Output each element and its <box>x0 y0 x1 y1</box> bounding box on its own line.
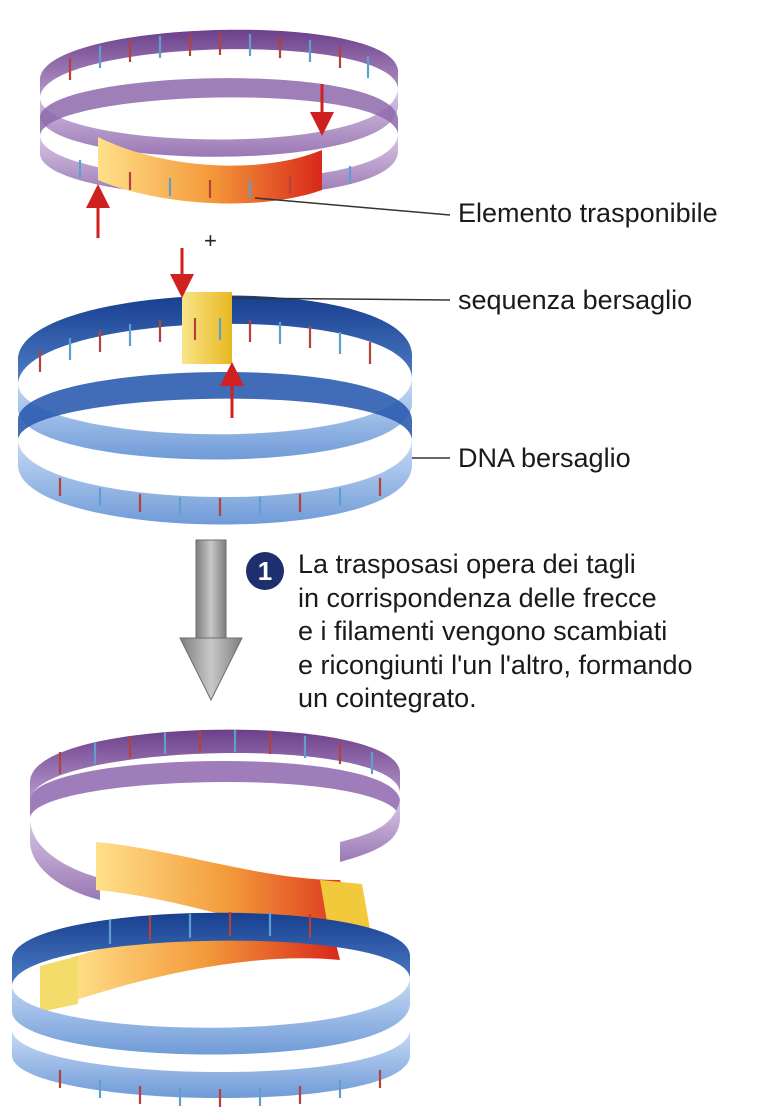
step-line: in corrispondenza delle frecce <box>298 582 693 616</box>
step-description: La trasposasi opera dei tagli in corrisp… <box>298 548 693 716</box>
step-line: e ricongiunti l'un l'altro, formando <box>298 649 693 683</box>
cointegrate-structure <box>12 730 410 1107</box>
label-transposable-element: Elemento trasponibile <box>458 200 718 227</box>
target-sequence <box>182 292 232 364</box>
step-number-badge: 1 <box>246 552 284 590</box>
step-line: un cointegrato. <box>298 682 693 716</box>
label-target-sequence: sequenza bersaglio <box>458 287 692 314</box>
target-dna-ring <box>18 292 412 525</box>
label-leader-line <box>255 198 450 215</box>
process-arrow-icon <box>180 540 242 700</box>
plus-sign: + <box>204 228 217 254</box>
label-target-dna: DNA bersaglio <box>458 445 631 472</box>
transposon-ring <box>40 30 398 204</box>
step-line: e i filamenti vengono scambiati <box>298 615 693 649</box>
step-line: La trasposasi opera dei tagli <box>298 548 693 582</box>
